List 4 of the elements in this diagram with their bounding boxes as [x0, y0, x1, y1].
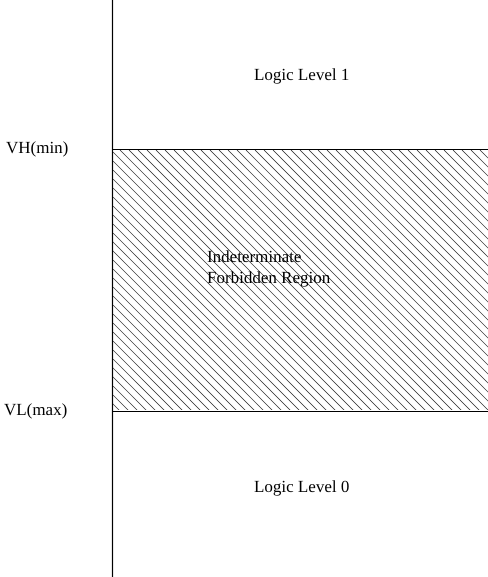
region-label: Logic Level 1 — [254, 64, 350, 85]
voltage-threshold-label: VL(max) — [4, 400, 68, 420]
voltage-threshold-label: VH(min) — [6, 138, 68, 158]
region-label: Logic Level 0 — [254, 476, 350, 497]
